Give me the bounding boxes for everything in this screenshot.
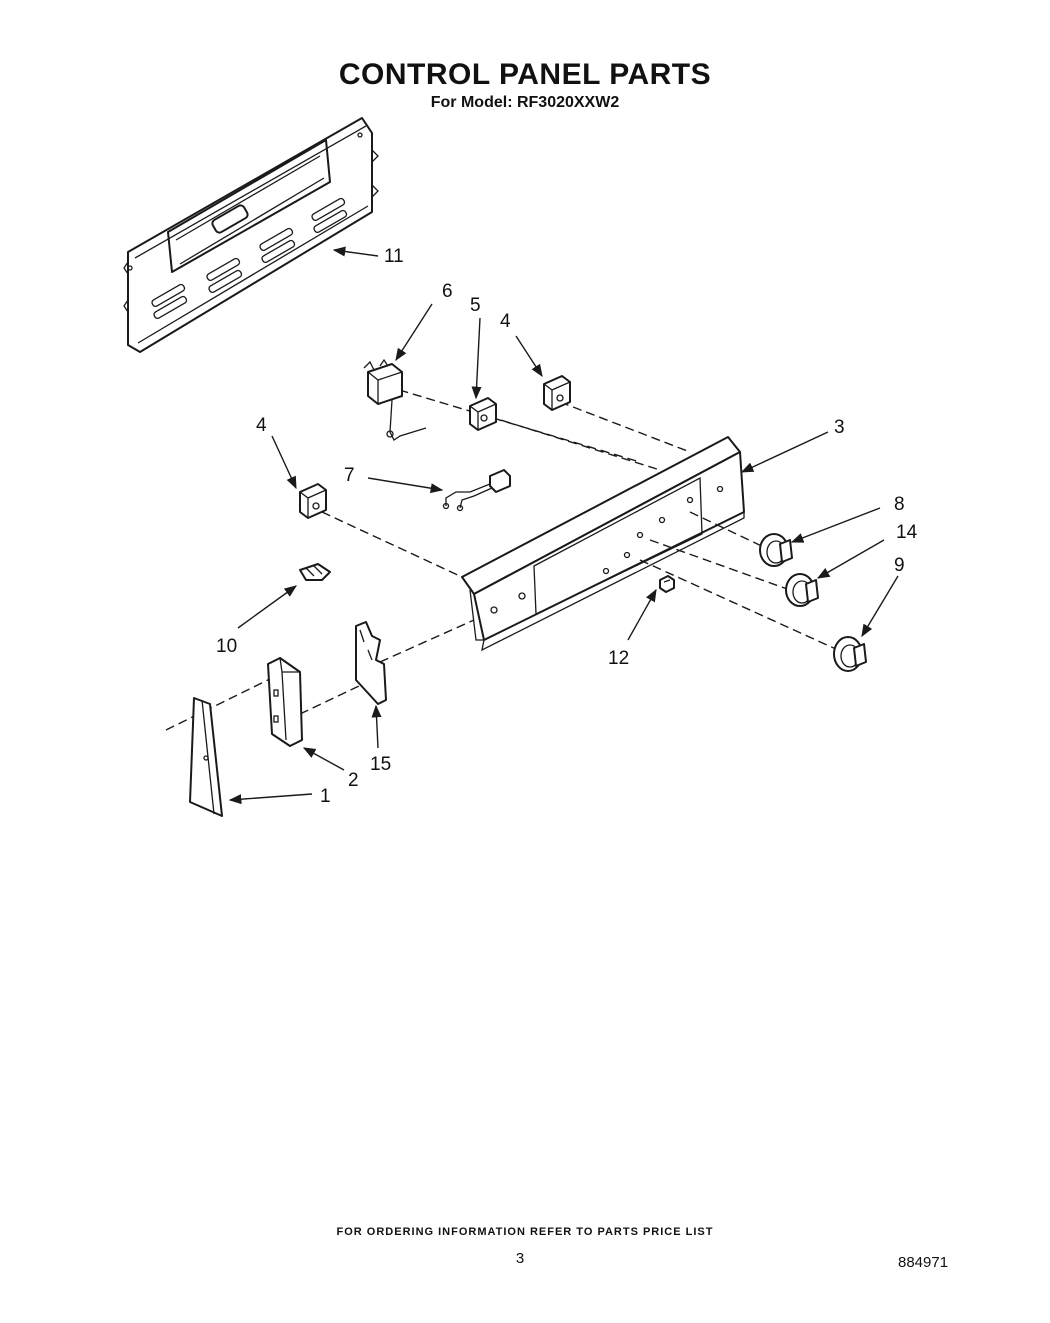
callout-10: 10: [216, 636, 237, 657]
callout-5: 5: [470, 295, 481, 316]
callout-6: 6: [442, 281, 453, 302]
callout-8: 8: [894, 494, 905, 515]
part-15-bracket: [355, 621, 387, 705]
callout-4-upper: 4: [500, 311, 511, 332]
part-11-backguard: [123, 117, 379, 353]
model-subtitle: For Model: RF3020XXW2: [430, 94, 620, 111]
part-6-switch: [363, 358, 427, 441]
page-number: 3: [515, 1250, 525, 1267]
part-3-control-panel: [461, 436, 745, 652]
part-5-switch: [469, 397, 497, 431]
leader-lines: [228, 246, 899, 805]
callout-9: 9: [894, 555, 905, 576]
callout-labels: 11 6 5 4 4 3 7 8 14 9 10 12 15 2 1: [216, 246, 918, 807]
part-1-side-trim: [189, 697, 223, 817]
callout-14: 14: [896, 522, 918, 543]
callout-3: 3: [834, 417, 845, 438]
callout-11: 11: [384, 246, 404, 267]
part-4-switch-upper: [543, 375, 571, 411]
assembly-lines: [165, 385, 839, 731]
callout-2: 2: [348, 770, 359, 791]
part-2-end-cap: [267, 657, 303, 747]
callout-1: 1: [320, 786, 331, 807]
part-4-switch-lower: [299, 483, 327, 519]
part-12-screw: [659, 575, 675, 593]
page-title: CONTROL PANEL PARTS: [338, 58, 712, 91]
part-9-knob: [833, 636, 867, 672]
part-10-clip: [299, 563, 331, 581]
callout-7: 7: [344, 465, 355, 486]
part-14-knob: [785, 573, 819, 607]
document-number: 884971: [898, 1254, 949, 1271]
callout-4-lower: 4: [256, 415, 267, 436]
callout-15: 15: [370, 754, 391, 775]
callout-12: 12: [608, 648, 629, 669]
part-7-wire-harness: [442, 469, 511, 512]
part-8-knob: [759, 533, 793, 567]
ordering-info-note: FOR ORDERING INFORMATION REFER TO PARTS …: [336, 1226, 714, 1238]
